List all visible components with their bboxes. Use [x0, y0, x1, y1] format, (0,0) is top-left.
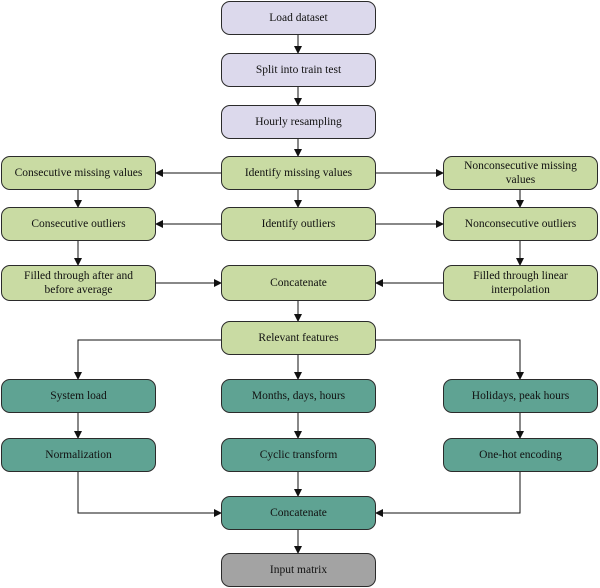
node-system-load: System load	[1, 379, 156, 413]
edge-features-to-holidays	[376, 339, 524, 380]
node-filled-after-before-average: Filled through after and before average	[1, 265, 156, 301]
node-consecutive-missing-values: Consecutive missing values	[1, 156, 156, 190]
node-load-dataset: Load dataset	[221, 1, 376, 35]
node-one-hot-encoding: One-hot encoding	[443, 438, 598, 472]
node-holidays-peak-hours: Holidays, peak hours	[443, 379, 598, 413]
edge-onehot-to-concatenate	[375, 472, 521, 517]
node-split-train-test: Split into train test	[221, 53, 376, 87]
node-consecutive-outliers: Consecutive outliers	[1, 207, 156, 241]
node-nonconsecutive-outliers: Nonconsecutive outliers	[443, 207, 598, 241]
node-input-matrix: Input matrix	[221, 553, 376, 587]
node-identify-outliers: Identify outliers	[221, 207, 376, 241]
node-concatenate-cleaning: Concatenate	[221, 265, 376, 301]
node-hourly-resampling: Hourly resampling	[221, 105, 376, 139]
node-filled-linear-interpolation: Filled through linear interpolation	[443, 265, 598, 301]
node-cyclic-transform: Cyclic transform	[221, 438, 376, 472]
edge-features-to-system-load	[74, 339, 221, 380]
node-identify-missing-values: Identify missing values	[221, 156, 376, 190]
node-concatenate-features: Concatenate	[221, 496, 376, 530]
node-months-days-hours: Months, days, hours	[221, 379, 376, 413]
node-nonconsecutive-missing-values: Nonconsecutive missing values	[443, 156, 598, 190]
node-normalization: Normalization	[1, 438, 156, 472]
edge-normalization-to-concatenate	[77, 472, 222, 517]
node-relevant-features: Relevant features	[221, 321, 376, 355]
